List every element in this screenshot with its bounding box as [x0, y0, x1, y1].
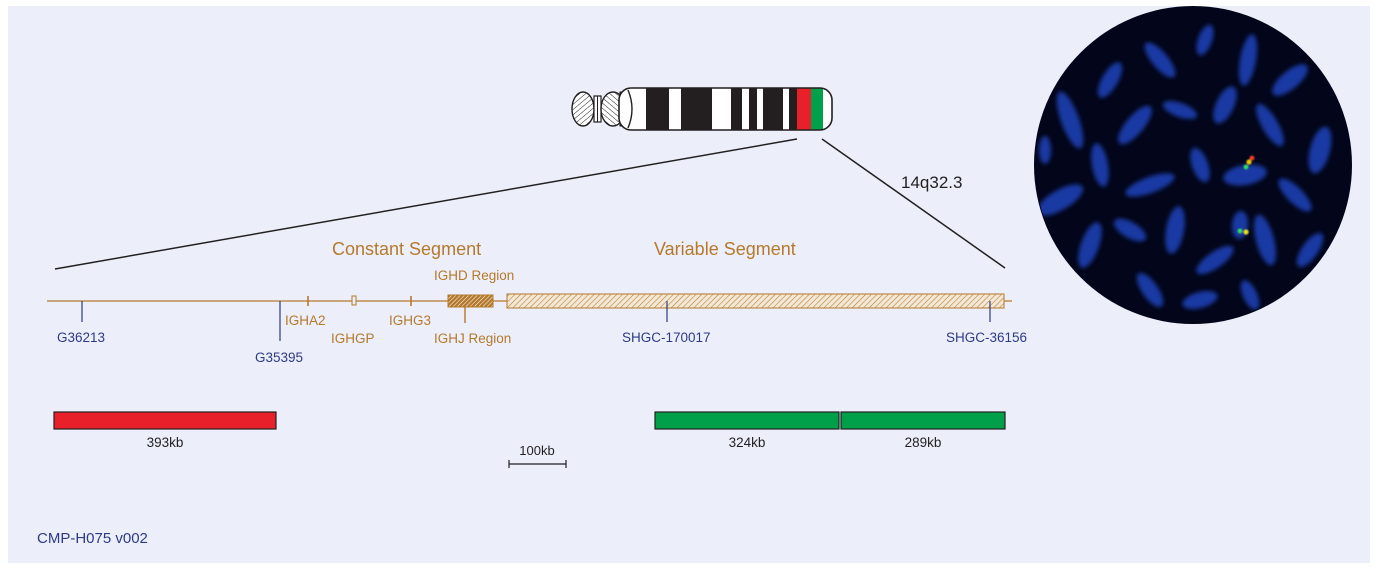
- marker-label-g35395: G35395: [255, 350, 303, 365]
- probe-bar-green-1: [654, 411, 840, 430]
- chromosome-14-ideogram: [571, 87, 833, 131]
- marker-label-shgc-170017: SHGC-170017: [622, 330, 711, 345]
- gene-label-igha2: IGHA2: [285, 313, 326, 328]
- ighd-region-box: [447, 294, 494, 308]
- gene-label-ighg3: IGHG3: [389, 313, 431, 328]
- probe-label-red: 393kb: [147, 435, 184, 450]
- probe-bar-green-2: [840, 411, 1006, 430]
- band-label: 14q32.3: [901, 173, 962, 192]
- marker-label-g36213: G36213: [57, 330, 105, 345]
- probe-bar-red: [53, 411, 277, 430]
- scale-bar-label: 100kb: [519, 443, 554, 458]
- fish-image: [1034, 6, 1352, 324]
- probe-label-green-2: 289kb: [905, 435, 942, 450]
- ighj-region-label: IGHJ Region: [434, 331, 511, 346]
- variable-region-box: [506, 293, 1005, 309]
- product-code: CMP-H075 v002: [37, 530, 148, 547]
- ighd-region-label: IGHD Region: [434, 268, 514, 283]
- gene-label-ighgp: IGHGP: [331, 331, 375, 346]
- variable-segment-label: Variable Segment: [654, 239, 796, 259]
- gene-box-ighgp: [351, 295, 357, 306]
- zoom-line-left: [54, 138, 798, 270]
- scale-bar: [508, 460, 567, 468]
- marker-label-shgc-36156: SHGC-36156: [946, 330, 1027, 345]
- probe-label-green-1: 324kb: [729, 435, 766, 450]
- zoom-line-right: [821, 138, 1006, 269]
- constant-segment-label: Constant Segment: [332, 239, 481, 259]
